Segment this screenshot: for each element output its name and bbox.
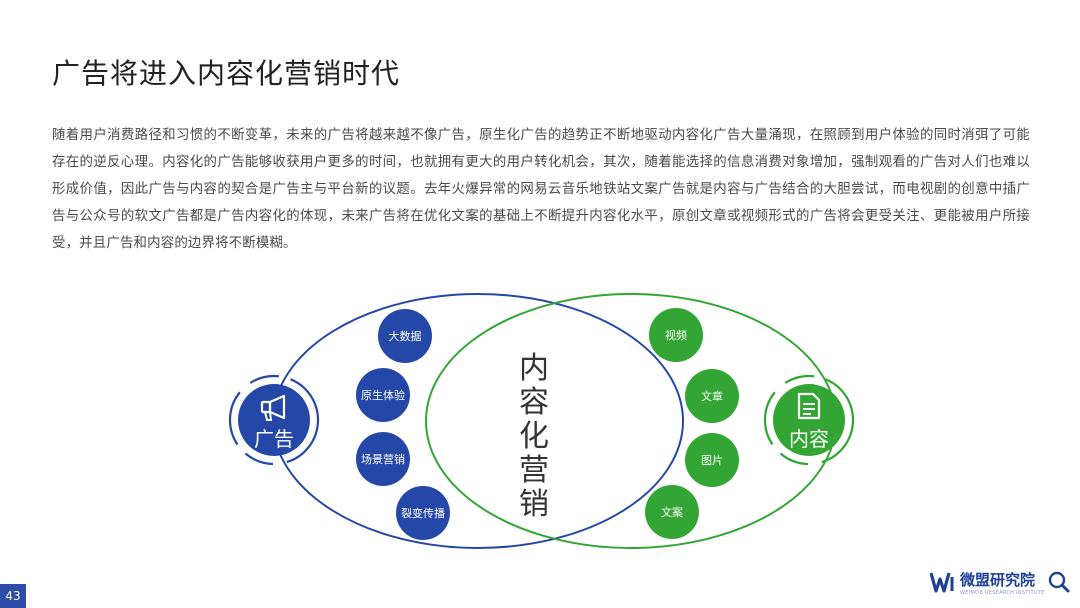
center-char: 销 (519, 487, 549, 522)
left-item-2: 原生体验 (356, 368, 410, 422)
right-item-label: 文章 (701, 389, 723, 403)
magnifier-icon (1048, 571, 1070, 593)
right-item-3: 图片 (685, 433, 739, 487)
left-item-label: 裂变传播 (401, 506, 445, 520)
center-char: 营 (519, 453, 549, 488)
right-item-2: 文章 (685, 369, 739, 423)
center-char: 内 (519, 351, 549, 386)
left-item-3: 场景营销 (356, 432, 410, 486)
brand-subtitle: WEIMOB RESEARCH INSTITUTE (960, 589, 1045, 596)
weimob-logo-icon (930, 572, 954, 593)
left-hub-label: 广告 (254, 427, 294, 451)
brand-name: 微盟研究院 (960, 570, 1036, 589)
page-title: 广告将进入内容化营销时代 (52, 57, 401, 90)
right-hub-label: 内容 (789, 427, 829, 451)
left-item-label: 大数据 (389, 329, 422, 343)
advertising-ellipse (272, 293, 684, 549)
center-label: 内 容 化 营 销 (519, 351, 549, 522)
center-char: 化 (519, 419, 549, 454)
brand-logo: 微盟研究院 WEIMOB RESEARCH INSTITUTE (930, 566, 1070, 598)
page-number: 43 (0, 584, 26, 608)
right-item-label: 文案 (661, 505, 683, 519)
right-item-4: 文案 (645, 485, 699, 539)
left-item-label: 场景营销 (361, 452, 405, 466)
left-hub: 广告 (228, 374, 320, 466)
right-item-label: 视频 (665, 328, 687, 342)
left-item-4: 裂变传播 (396, 486, 450, 540)
right-item-1: 视频 (649, 308, 703, 362)
left-item-label: 原生体验 (361, 388, 405, 402)
document-icon (797, 392, 821, 420)
right-item-label: 图片 (701, 454, 723, 467)
body-paragraph: 随着用户消费路径和习惯的不断变革，未来的广告将越来越不像广告，原生化广告的趋势正… (52, 128, 1030, 251)
center-char: 容 (519, 385, 549, 420)
megaphone-icon (260, 394, 286, 421)
left-item-1: 大数据 (378, 309, 432, 363)
right-hub: 内容 (763, 374, 855, 466)
